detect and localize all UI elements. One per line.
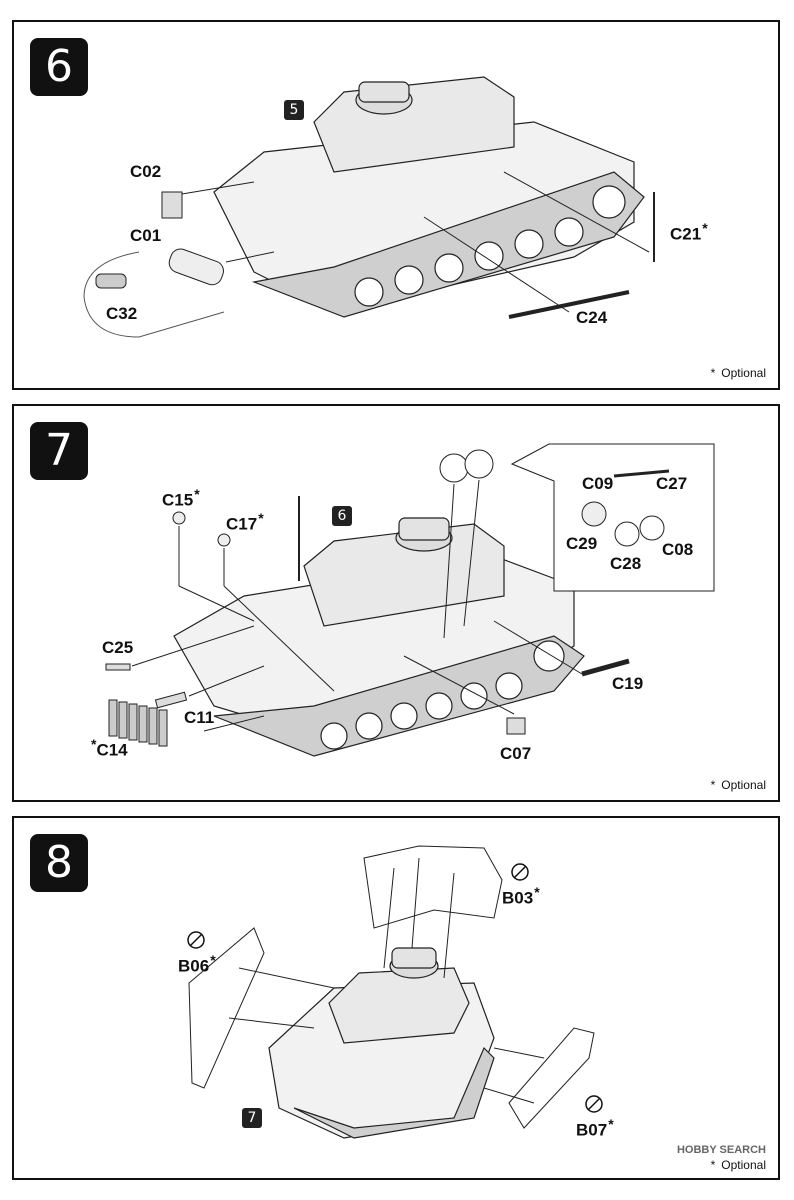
part-label-c02: C02 <box>130 162 162 181</box>
optional-star: * <box>534 884 540 900</box>
part-label-c28: C28 <box>610 554 642 573</box>
optional-legend: * Optional <box>711 778 766 792</box>
optional-star: * <box>702 220 708 236</box>
part-label-c14: *C14 <box>90 736 128 761</box>
step-8-panel: 8 7 B03* B06* B07* *Optional <box>12 816 780 1180</box>
optional-text: Optional <box>721 366 766 380</box>
tank-hull-drawing <box>105 443 715 757</box>
optional-text: Optional <box>721 1158 766 1172</box>
part-label-c14-text: C14 <box>96 740 128 760</box>
part-label-b07-text: B07 <box>576 1120 608 1140</box>
part-label-b07: B07* <box>576 1116 614 1141</box>
optional-star: * <box>710 778 716 792</box>
part-label-c17: C17* <box>226 510 264 535</box>
tank-hull-drawing <box>188 845 595 1139</box>
step-7-panel: 7 6 <box>12 404 780 802</box>
tank-hull-drawing <box>83 76 655 338</box>
optional-legend: * Optional <box>711 1158 766 1172</box>
step-8-number: 8 <box>30 834 88 892</box>
step-6-number: 6 <box>30 38 88 96</box>
optional-star: * <box>210 952 216 968</box>
optional-star: * <box>91 736 97 752</box>
part-label-c17-text: C17 <box>226 514 258 534</box>
part-label-c19: C19 <box>612 674 644 693</box>
no-glue-icon <box>511 863 529 881</box>
step-7-number: 7 <box>30 422 88 480</box>
step-6-ref-badge: 5 <box>284 100 304 120</box>
optional-star: * <box>194 486 200 502</box>
part-label-c09: C09 <box>582 474 614 493</box>
part-label-c24: C24 <box>576 308 608 327</box>
part-label-b03: B03* <box>502 884 540 909</box>
part-label-c07: C07 <box>500 744 532 763</box>
part-label-c15-text: C15 <box>162 490 194 510</box>
optional-text: Optional <box>721 778 766 792</box>
part-label-c08: C08 <box>662 540 694 559</box>
part-label-b03-text: B03 <box>502 888 534 908</box>
part-label-c21: C21* <box>670 220 708 245</box>
part-label-c01: C01 <box>130 226 162 245</box>
optional-star: * <box>608 1116 614 1132</box>
optional-star: * <box>258 510 264 526</box>
step-8-ref-badge: 7 <box>242 1108 262 1128</box>
no-glue-icon <box>187 931 205 949</box>
optional-star: * <box>710 366 716 380</box>
part-label-c29: C29 <box>566 534 598 553</box>
watermark: HOBBY SEARCH <box>676 1144 766 1156</box>
part-label-b06-text: B06 <box>178 956 210 976</box>
part-label-c21-text: C21 <box>670 224 702 244</box>
step-6-panel: 6 5 <box>12 20 780 390</box>
part-label-c32: C32 <box>106 304 138 323</box>
no-glue-icon <box>585 1095 603 1113</box>
part-label-c25: C25 <box>102 638 134 657</box>
step-7-ref-badge: 6 <box>332 506 352 526</box>
part-label-c15: C15* <box>162 486 200 511</box>
part-label-c11: C11 <box>184 708 215 727</box>
part-label-c27: C27 <box>656 474 688 493</box>
optional-star: * <box>710 1158 716 1172</box>
part-label-b06: B06* <box>178 952 216 977</box>
optional-legend: * Optional <box>711 366 766 380</box>
